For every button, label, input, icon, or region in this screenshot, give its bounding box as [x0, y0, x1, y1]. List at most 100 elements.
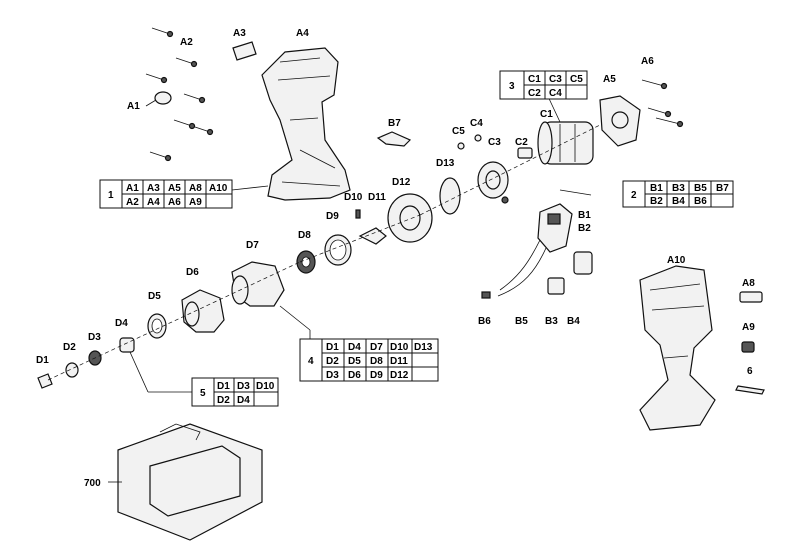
table-5: 5 D1 D3 D10 D2 D4: [191, 377, 279, 407]
table-5-number: 5: [200, 388, 206, 399]
table-4-cell: D1: [326, 342, 339, 353]
table-4-cell: D3: [326, 370, 339, 381]
table-1-cell: A9: [189, 197, 202, 208]
label-c1: C1: [540, 109, 553, 120]
table-4-cell: D8: [370, 356, 383, 367]
part-a1: [145, 91, 172, 107]
table-4-cell: D7: [370, 342, 383, 353]
label-b3: B3: [545, 316, 558, 327]
table-1-cell: A10: [209, 183, 228, 194]
table-3-number: 3: [509, 81, 515, 92]
table-4: 4 D1 D4 D7 D10 D13 D2 D5 D8 D11 D3 D6 D9…: [299, 338, 439, 382]
terminal-b3: [547, 277, 565, 295]
table-4-cell: D4: [348, 342, 361, 353]
table-4-cell: D9: [370, 370, 383, 381]
clip-d1: [37, 373, 53, 389]
gearcase-d7: [231, 261, 285, 307]
table-1: 1 A1 A3 A5 A8 A10 A2 A4 A6 A9: [99, 179, 233, 209]
label-d6: D6: [186, 267, 199, 278]
pin-d10: [355, 209, 361, 219]
table-3-cell: C4: [549, 88, 562, 99]
table-5-cell: D3: [237, 381, 250, 392]
table-4-cell: D13: [414, 342, 433, 353]
table-2-cell: B6: [694, 196, 707, 207]
label-d12: D12: [392, 177, 411, 188]
label-a6: A6: [641, 56, 654, 67]
table-3-cell: C2: [528, 88, 541, 99]
table-3-cell: C5: [570, 74, 583, 85]
label-a3: A3: [233, 28, 246, 39]
label-a1: A1: [127, 101, 140, 112]
housing-half-a4: [261, 47, 351, 201]
screws-a6: [641, 79, 684, 128]
table-1-number: 1: [108, 190, 114, 201]
washer-c4: [474, 134, 482, 142]
label-c2: C2: [515, 137, 528, 148]
table-2-cell: B1: [650, 183, 663, 194]
label-c4: C4: [470, 118, 483, 129]
table-3-cell: C1: [528, 74, 541, 85]
ring-d13: [439, 177, 461, 215]
anvil-d11: [358, 227, 387, 245]
screw-c-small: [501, 196, 509, 204]
washer-d2: [65, 362, 79, 378]
table-3-cell: C3: [549, 74, 562, 85]
table-2-cell: B4: [672, 196, 685, 207]
sleeve-d4: [119, 337, 135, 353]
wiring-b5: [497, 239, 547, 297]
label-d8: D8: [298, 230, 311, 241]
label-c5: C5: [452, 126, 465, 137]
table-5-cell: D2: [217, 395, 230, 406]
table-2-cell: B2: [650, 196, 663, 207]
label-b2: B2: [578, 223, 591, 234]
label-b1: B1: [578, 210, 591, 221]
bit-6: [735, 385, 765, 395]
ring-d5: [147, 313, 167, 339]
label-a9: A9: [742, 322, 755, 333]
table-5-cell: D1: [217, 381, 230, 392]
table-4-cell: D11: [390, 356, 408, 367]
switch-b2: [573, 251, 593, 275]
table-1-cell: A3: [147, 183, 160, 194]
washer-d9: [324, 234, 352, 266]
label-plate-a3: [232, 41, 257, 61]
table-2-cell: B7: [716, 183, 729, 194]
table-4-cell: D5: [348, 356, 361, 367]
label-a2: A2: [180, 37, 193, 48]
table-1-cell: A4: [147, 197, 160, 208]
label-d10: D10: [344, 192, 363, 203]
table-4-cell: D12: [390, 370, 409, 381]
label-a5: A5: [603, 74, 616, 85]
gear-c2: [517, 147, 533, 159]
label-a10: A10: [667, 255, 686, 266]
table-2-cell: B3: [672, 183, 685, 194]
label-d3: D3: [88, 332, 101, 343]
label-c3: C3: [488, 137, 501, 148]
label-b6: B6: [478, 316, 491, 327]
assembled-housing-a10: [639, 265, 716, 431]
ring-gear-c3: [477, 161, 509, 199]
switch-assembly-b1: [537, 203, 573, 253]
label-700: 700: [84, 478, 101, 489]
badge-a9: [741, 341, 755, 353]
label-d4: D4: [115, 318, 128, 329]
nose-cover-d6: [181, 289, 225, 333]
part-b7: [376, 131, 412, 147]
table-5-cell: D4: [237, 395, 250, 406]
label-d13: D13: [436, 158, 455, 169]
label-d9: D9: [326, 211, 339, 222]
carry-case-700: [117, 423, 263, 541]
table-1-cell: A6: [168, 197, 181, 208]
table-4-cell: D2: [326, 356, 339, 367]
table-1-cell: A5: [168, 183, 181, 194]
table-1-cell: A8: [189, 183, 202, 194]
callout-labels: A1 A2 A3 A4 A5 A6 A8 A9 A10 B1 B2 B3 B4 …: [36, 28, 755, 489]
table-4-cell: D10: [390, 342, 409, 353]
connector-b6: [481, 291, 491, 299]
table-1-cell: A2: [126, 197, 139, 208]
label-6: 6: [747, 366, 753, 377]
label-d2: D2: [63, 342, 76, 353]
table-4-cell: D6: [348, 370, 361, 381]
screws-a2: [145, 27, 214, 162]
